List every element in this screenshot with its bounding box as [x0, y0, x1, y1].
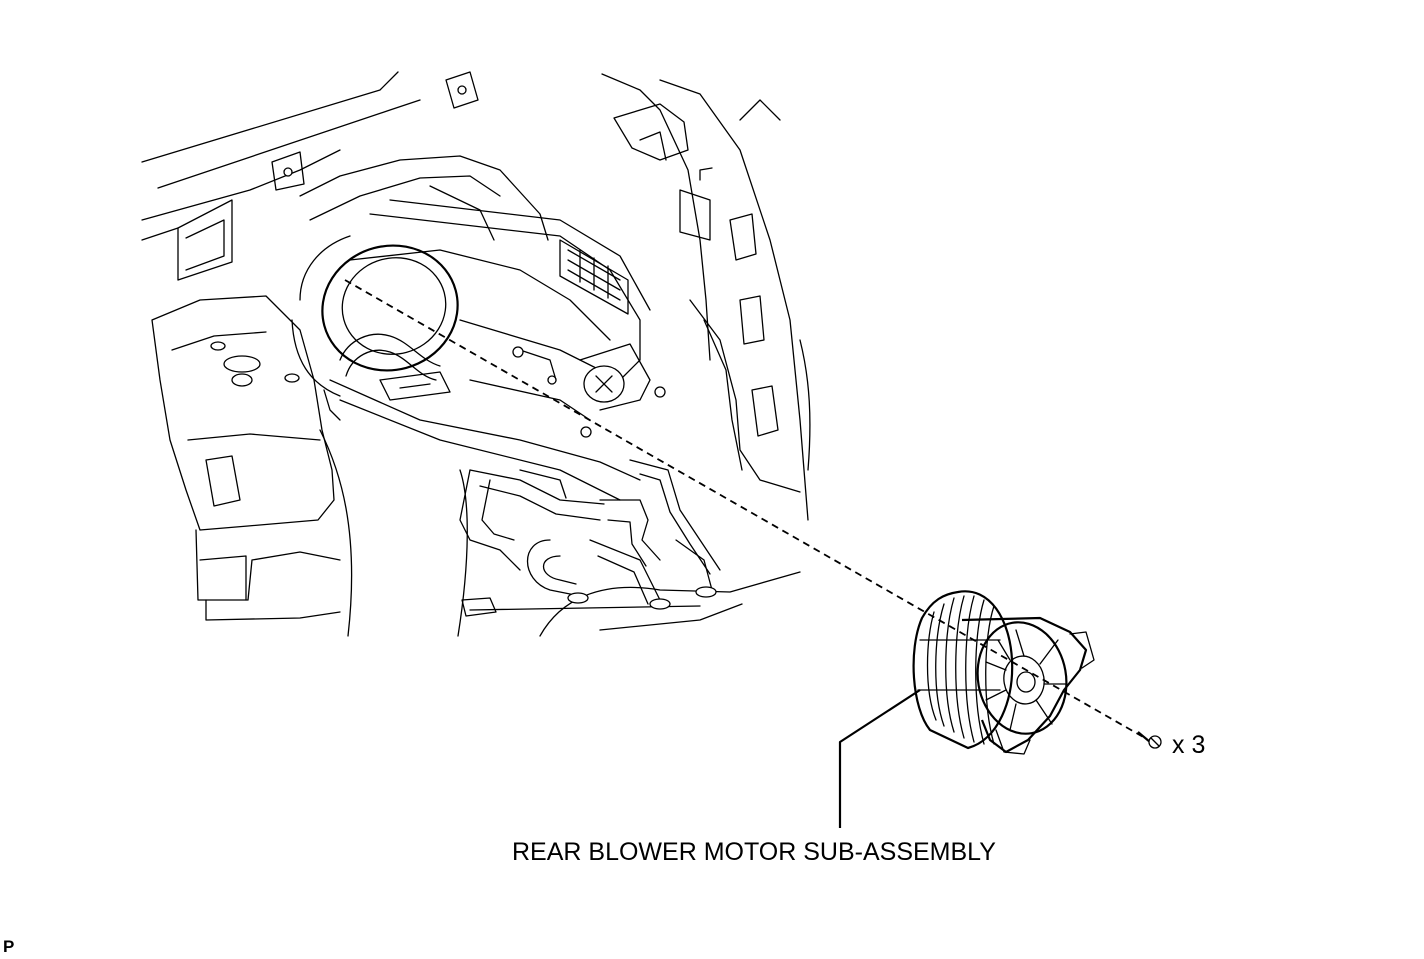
vehicle-body-panels — [141, 71, 801, 637]
screw-quantity-label: x 3 — [1172, 731, 1206, 759]
installation-guide-line — [344, 279, 1146, 739]
hvac-unit-housing — [271, 71, 721, 617]
corner-code-label: P — [3, 937, 15, 956]
hvac-grille — [559, 239, 629, 315]
part-leader-line — [838, 689, 921, 828]
rear-blower-motor-sub-assembly — [912, 590, 1095, 755]
screw-icon — [1137, 731, 1162, 749]
part-name-label: REAR BLOWER MOTOR SUB-ASSEMBLY — [512, 838, 996, 866]
right-pillar-panel — [601, 73, 811, 521]
